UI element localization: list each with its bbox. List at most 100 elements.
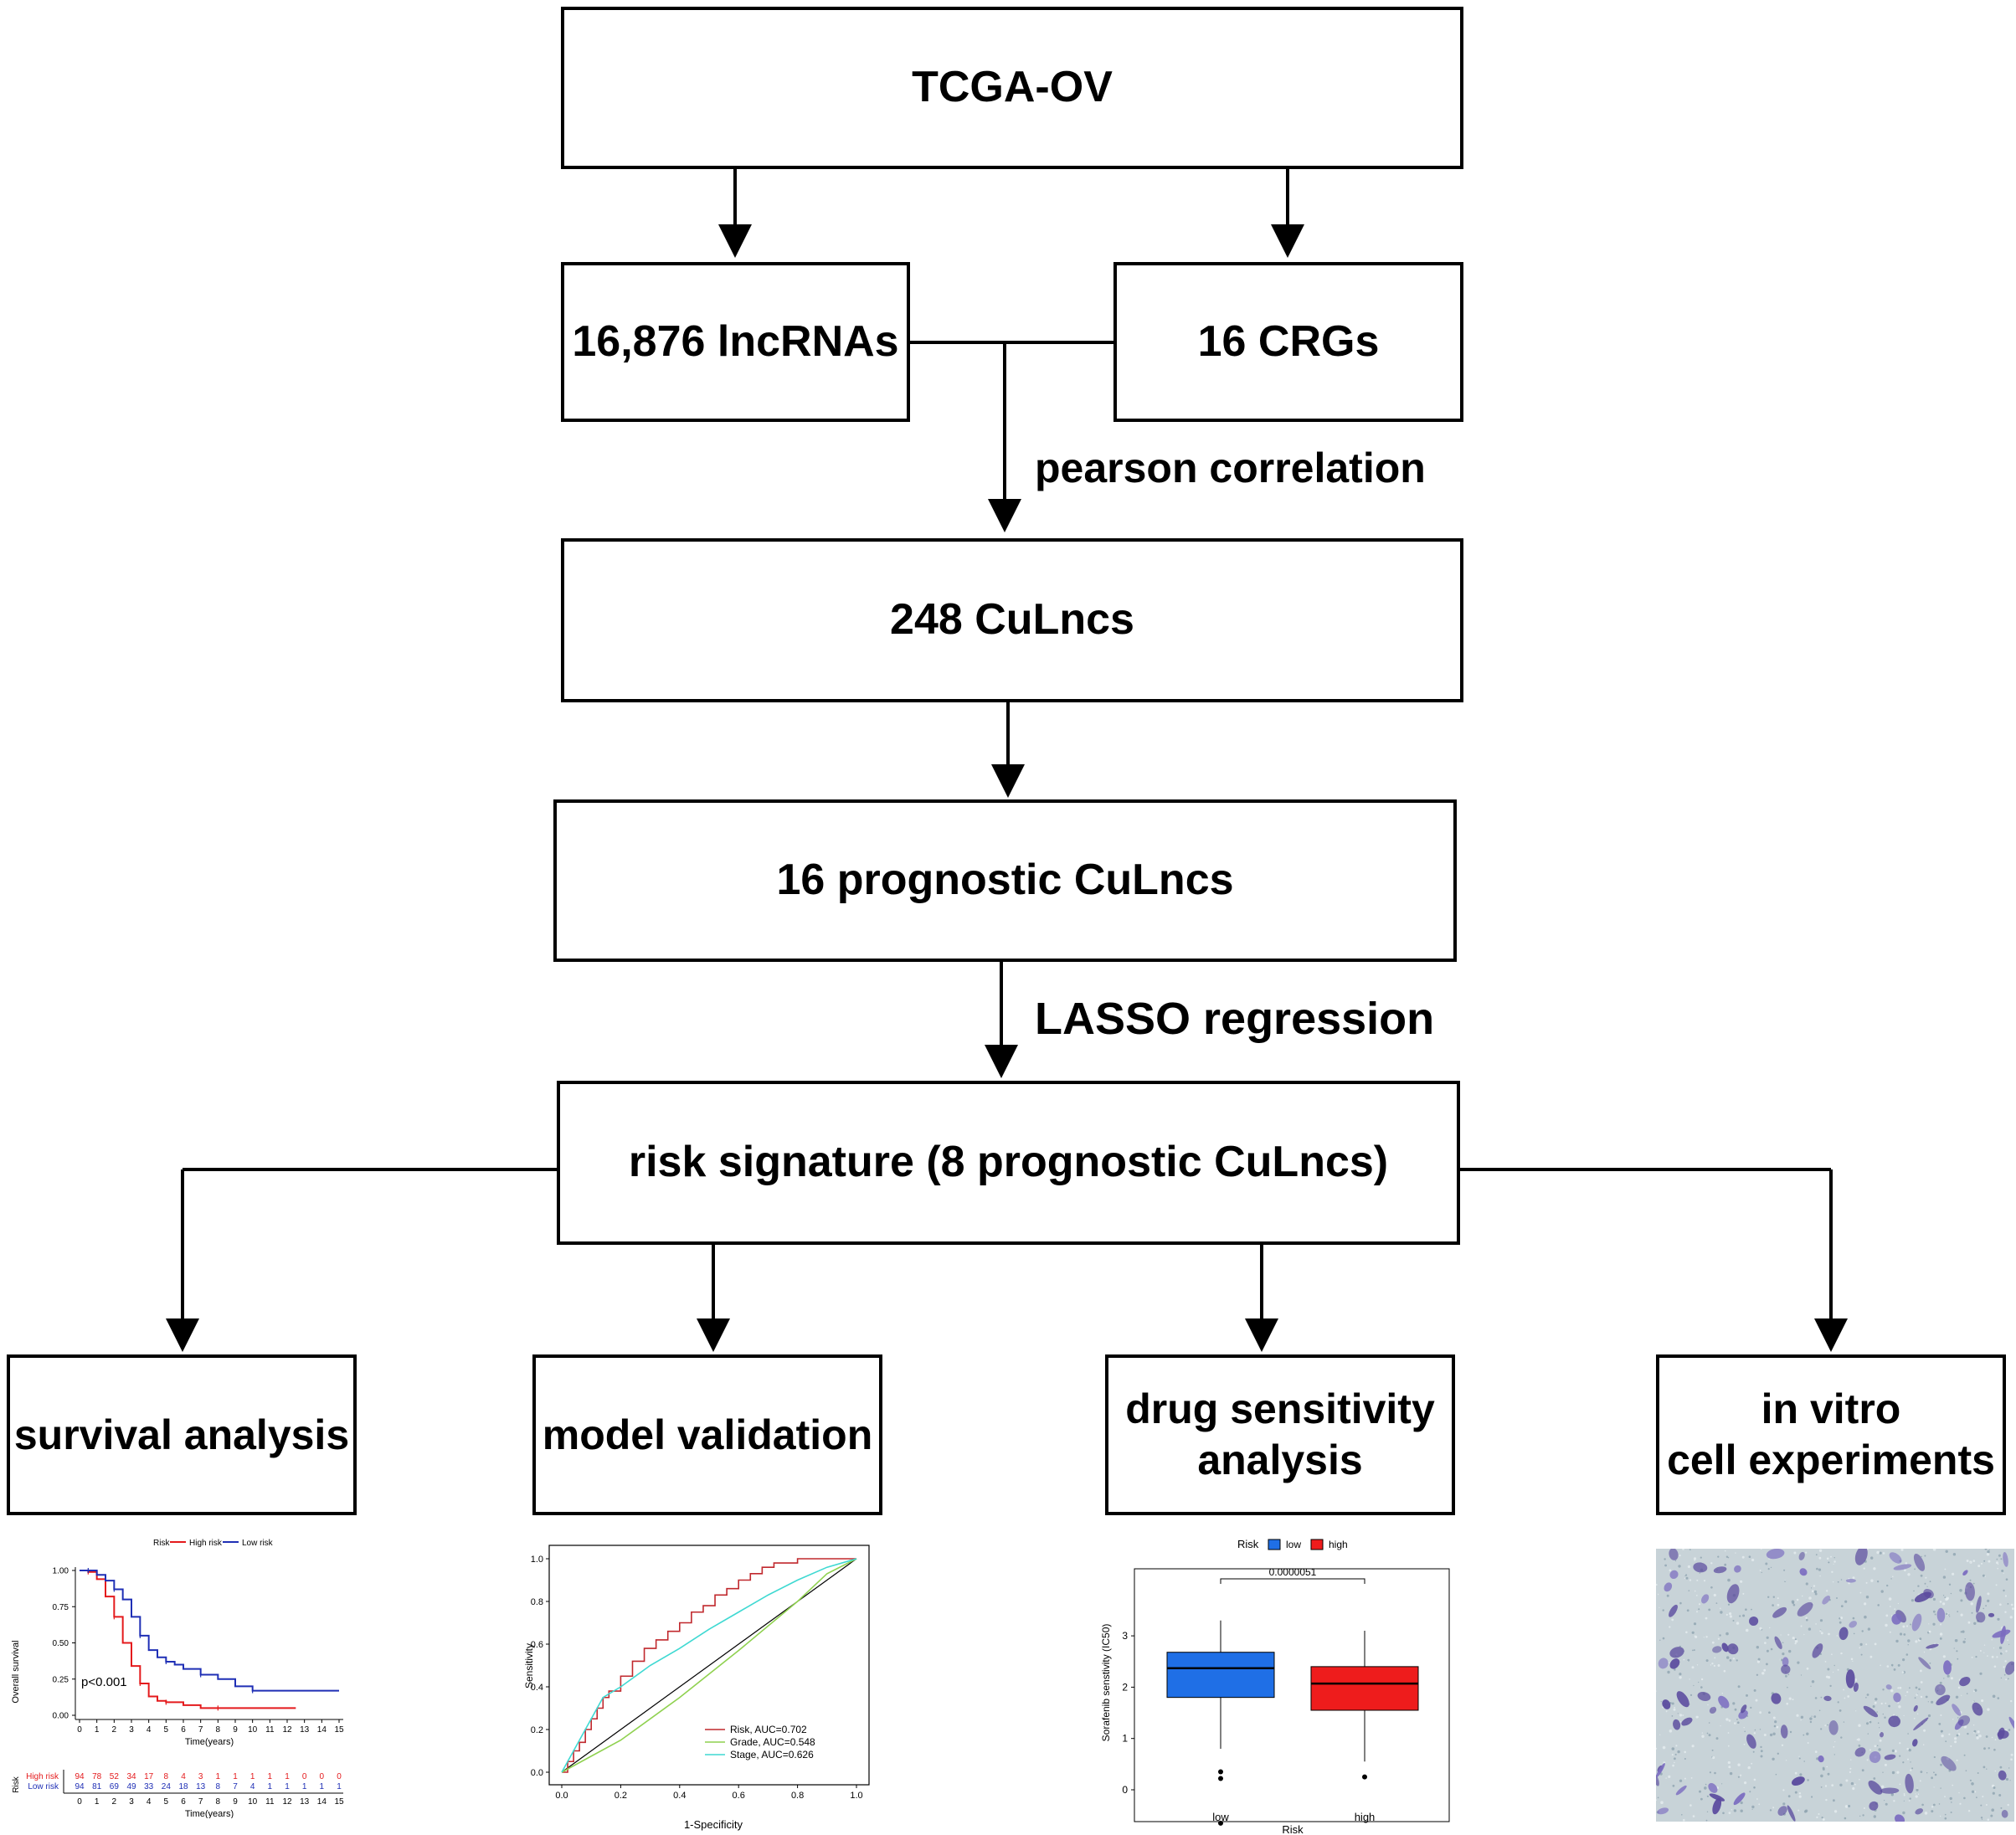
micrograph-pore: [1945, 1612, 1948, 1616]
micrograph-cell: [1976, 1611, 1986, 1623]
micrograph-cell: [1884, 1754, 1896, 1760]
micrograph-pore: [1808, 1627, 1812, 1631]
micrograph-pore: [1729, 1615, 1732, 1618]
micrograph-pore: [1794, 1642, 1797, 1645]
micrograph-pore: [1811, 1590, 1814, 1592]
km-table-low-count: 18: [178, 1782, 188, 1791]
micrograph-pore: [1679, 1779, 1683, 1782]
micrograph-cell: [1787, 1805, 1796, 1822]
micrograph-pore: [1971, 1782, 1974, 1786]
micrograph-pore: [1736, 1659, 1738, 1662]
micrograph-pore: [1920, 1681, 1923, 1683]
box-drug-sensitivity: drug sensitivity analysis: [1105, 1354, 1455, 1515]
micrograph-pore: [1700, 1686, 1703, 1689]
micrograph-pore: [1728, 1719, 1731, 1722]
micrograph-pore: [1940, 1714, 1942, 1716]
micrograph-pore: [1944, 1813, 1947, 1816]
micrograph-pore: [1734, 1722, 1736, 1724]
micrograph-pore: [1677, 1713, 1679, 1714]
micrograph-pore: [1687, 1565, 1690, 1569]
micrograph-pore: [1810, 1685, 1812, 1687]
micrograph-pore: [1927, 1714, 1931, 1718]
micrograph-pore: [1763, 1734, 1767, 1736]
micrograph-pore: [1950, 1592, 1952, 1595]
micrograph-pore: [1985, 1735, 1988, 1738]
micrograph-pore: [1814, 1750, 1818, 1753]
micrograph-pore: [1744, 1781, 1747, 1785]
km-xtick-label: 6: [181, 1725, 186, 1735]
roc-legend-label: Stage, AUC=0.626: [730, 1749, 814, 1760]
km-table-low-count: 1: [302, 1782, 307, 1791]
micrograph-pore: [1656, 1690, 1657, 1692]
micrograph-pore: [1877, 1604, 1880, 1606]
micrograph-pore: [1727, 1760, 1731, 1765]
micrograph-pore: [1756, 1660, 1760, 1663]
micrograph-pore: [1800, 1719, 1802, 1721]
micrograph-pore: [1972, 1582, 1975, 1585]
micrograph-pore: [1899, 1632, 1903, 1636]
micrograph-pore: [1923, 1651, 1926, 1653]
micrograph-pore: [1981, 1818, 1983, 1820]
micrograph-cell: [1673, 1719, 1681, 1730]
micrograph-cell: [1774, 1636, 1782, 1649]
micrograph-pore: [1924, 1555, 1926, 1557]
micrograph-pore: [1978, 1735, 1982, 1738]
micrograph-pore: [1859, 1778, 1860, 1781]
micrograph-pore: [1917, 1585, 1920, 1587]
km-table-xtick-label: 5: [164, 1797, 169, 1807]
box-in-vitro: in vitro cell experiments: [1656, 1354, 2006, 1515]
micrograph-pore: [1727, 1556, 1730, 1559]
micrograph-pore: [1915, 1795, 1918, 1798]
micrograph-pore: [1998, 1646, 2003, 1650]
micrograph-pore: [1787, 1686, 1788, 1689]
micrograph-pore: [1903, 1792, 1905, 1795]
micrograph-cell: [1741, 1704, 1747, 1714]
micrograph-pore: [2008, 1729, 2011, 1731]
micrograph-pore: [1973, 1622, 1977, 1625]
micrograph-pore: [1679, 1601, 1682, 1605]
micrograph-pore: [1966, 1693, 1968, 1694]
micrograph-cell: [1656, 1774, 1659, 1786]
micrograph-pore: [1760, 1549, 1762, 1550]
micrograph-pore: [1859, 1815, 1861, 1817]
micrograph-pore: [1733, 1809, 1737, 1812]
bp-xtick-low: low: [1212, 1811, 1229, 1823]
micrograph-pore: [1931, 1776, 1933, 1780]
micrograph-pore: [1897, 1663, 1900, 1667]
micrograph-pore: [1660, 1700, 1662, 1703]
micrograph-pore: [1987, 1708, 1990, 1711]
micrograph-pore: [1951, 1802, 1952, 1803]
micrograph-pore: [1695, 1635, 1698, 1638]
micrograph-pore: [1980, 1817, 1983, 1819]
micrograph-pore: [1833, 1745, 1835, 1748]
bp-ytick-label: 3: [1122, 1630, 1128, 1642]
micrograph-cell: [1895, 1814, 1905, 1822]
micrograph-pore: [1870, 1579, 1874, 1582]
km-ytick-label: 0.75: [53, 1603, 69, 1612]
micrograph-pore: [2005, 1678, 2007, 1681]
micrograph-pore: [1744, 1730, 1746, 1733]
micrograph-pore: [1987, 1655, 1988, 1657]
micrograph-pore: [1918, 1688, 1921, 1691]
micrograph-pore: [1976, 1736, 1979, 1740]
micrograph-pore: [1850, 1781, 1854, 1786]
micrograph-pore: [1820, 1786, 1823, 1788]
micrograph-pore: [1756, 1646, 1759, 1649]
micrograph-pore: [1818, 1556, 1822, 1560]
micrograph-pore: [1926, 1772, 1928, 1774]
micrograph-cell: [1818, 1755, 1824, 1763]
micrograph-pore: [1696, 1579, 1699, 1581]
micrograph-pore: [1768, 1558, 1770, 1560]
micrograph-pore: [1866, 1722, 1869, 1725]
micrograph-pore: [1863, 1807, 1865, 1809]
bp-ytick-label: 1: [1122, 1733, 1128, 1745]
micrograph-pore: [1776, 1725, 1779, 1729]
micrograph-cell: [1781, 1664, 1791, 1674]
micrograph-pore: [1748, 1555, 1751, 1558]
micrograph-pore: [1857, 1738, 1860, 1741]
micrograph-pore: [1840, 1605, 1844, 1607]
micrograph-pore: [1724, 1550, 1726, 1552]
micrograph-pore: [1777, 1597, 1779, 1600]
micrograph-pore: [1705, 1636, 1708, 1638]
micrograph-pore: [1732, 1620, 1735, 1622]
